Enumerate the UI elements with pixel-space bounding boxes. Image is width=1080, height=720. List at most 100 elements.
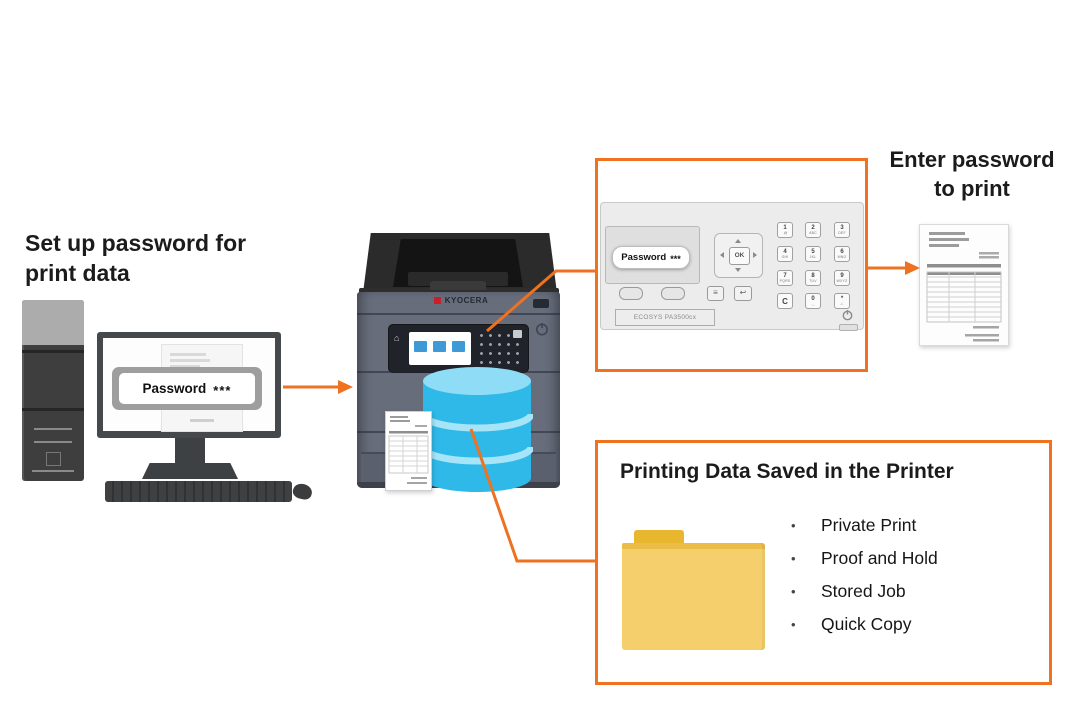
doc-line [190,419,214,422]
bullet-icon: • [791,551,796,566]
key-letters: DEF [838,231,846,235]
monitor-stand-neck [175,437,205,466]
home-icon: ⌂ [394,333,400,343]
doc-line [170,365,200,368]
nav-cluster: OK [714,233,763,278]
saved-job-list: • Private Print • Proof and Hold • Stored J… [791,509,938,641]
list-item-label: Quick Copy [821,614,912,634]
screen-tile-icon [414,341,427,352]
key-letters: JKL [809,255,817,259]
bullet-icon: • [791,617,796,632]
key-digit: 1 [783,225,787,231]
enter-title-line1: Enter password [889,147,1055,172]
key-letters: .@ [782,231,788,235]
keypad-key-star: *./- [834,293,850,309]
tower-vent-line [34,428,72,430]
printer-groove [357,313,560,315]
nav-up-icon [735,239,741,243]
key-digit: 7 [783,273,787,279]
key-letters: ABC [809,231,817,235]
folder-body [622,543,765,650]
printer-tray-lip [430,281,486,290]
key-digit: 4 [783,249,787,255]
doc-line [170,359,210,362]
tower-groove [22,408,84,411]
back-button: ↩ [734,286,752,301]
setup-title-line2: print data [25,260,130,286]
key-digit: 2 [811,225,815,231]
folder-icon [622,530,765,650]
nav-down-icon [735,268,741,272]
key-letters: PQRS [779,279,791,283]
print-job-document-icon [385,411,432,491]
printer-top-edge [359,288,559,294]
monitor-stand-base [142,463,238,479]
password-mask: *** [213,383,232,398]
key-digit: 9 [840,273,844,279]
tower-groove [22,350,84,353]
keypad-key-1: 1.@ [777,222,793,238]
printer-control-panel: ⌂ [388,324,529,373]
list-item-label: Proof and Hold [821,548,938,568]
key-letters: WXYZ [836,279,848,283]
setup-title-line1: Set up password for [25,230,247,256]
saved-data-box: Printing Data Saved in the Printer • Priv… [595,440,1052,685]
keypad-key-clear: C [777,293,793,309]
list-item: • Quick Copy [791,608,938,641]
tower-vent-line [34,441,72,443]
database-icon [421,367,533,492]
printed-document-icon [919,224,1009,346]
key-digit: 3 [840,225,844,231]
printer-model-label: ECOSYS PA3500cx [615,309,715,326]
doc-line [170,353,206,356]
kyocera-logo-icon [433,297,441,304]
screen-tile-icon [433,341,446,352]
key-letters: MNO [837,255,847,259]
monitor: Password *** [97,332,281,438]
usb-slot [533,299,549,308]
list-item-label: Private Print [821,515,917,535]
ok-button: OK [729,247,750,265]
list-item: • Proof and Hold [791,542,938,575]
keyboard [105,481,292,502]
tower-vent-line [32,470,74,472]
menu-icon: ≡ [713,288,718,297]
softkey-right [661,287,685,300]
password-input: Password *** [119,373,255,404]
power-indicator [839,324,858,331]
screen-tile-icon [452,341,465,352]
folder-tab [634,530,684,545]
key-digit: 8 [811,273,815,279]
nav-right-icon [753,252,757,258]
key-digit: * [840,296,844,302]
menu-button: ≡ [707,286,724,301]
kyocera-logo: KYOCERA [418,295,504,306]
key-letters: TUV [809,279,817,283]
panel-password-field: Password *** [612,246,690,269]
saved-box-title: Printing Data Saved in the Printer [620,460,954,483]
mouse [291,481,314,502]
desktop-tower [22,300,84,481]
key-digit: C [782,296,788,306]
tower-top-panel [22,300,84,345]
key-letters: ._ [811,302,815,306]
printer-power-button [536,323,548,336]
key-digit: 5 [811,249,815,255]
list-item-label: Stored Job [821,581,906,601]
list-item: • Private Print [791,509,938,542]
key-letters: GHI [781,255,789,259]
panel-password-mask: *** [670,254,681,264]
bullet-icon: • [791,518,796,533]
tower-button [46,452,61,466]
key-digit: 6 [840,249,844,255]
back-icon: ↩ [739,288,747,297]
enter-title: Enter password to print [872,145,1072,203]
